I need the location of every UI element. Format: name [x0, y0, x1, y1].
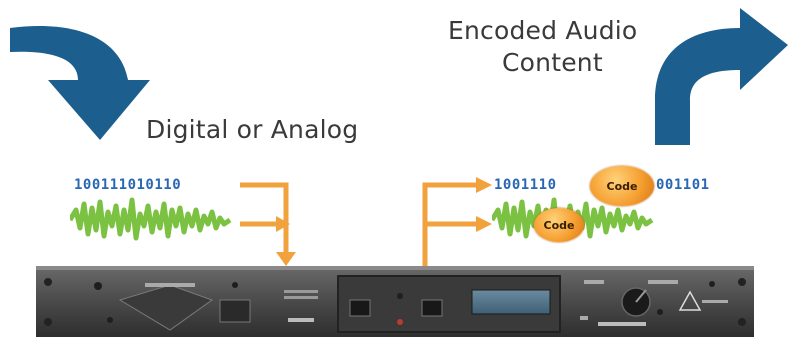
output-label-line2: Content	[502, 48, 603, 77]
input-audio-waveform	[70, 197, 232, 241]
input-type-label: Digital or Analog	[146, 115, 359, 144]
output-bitstream-left: 1001110	[494, 177, 557, 193]
code-badge-bitstream: Code	[590, 166, 654, 206]
output-label-line1: Encoded Audio	[448, 16, 638, 45]
code-badge-waveform: Code	[534, 208, 584, 242]
output-bitstream-right: 001101	[656, 177, 710, 193]
input-bitstream: 100111010110	[74, 177, 182, 193]
